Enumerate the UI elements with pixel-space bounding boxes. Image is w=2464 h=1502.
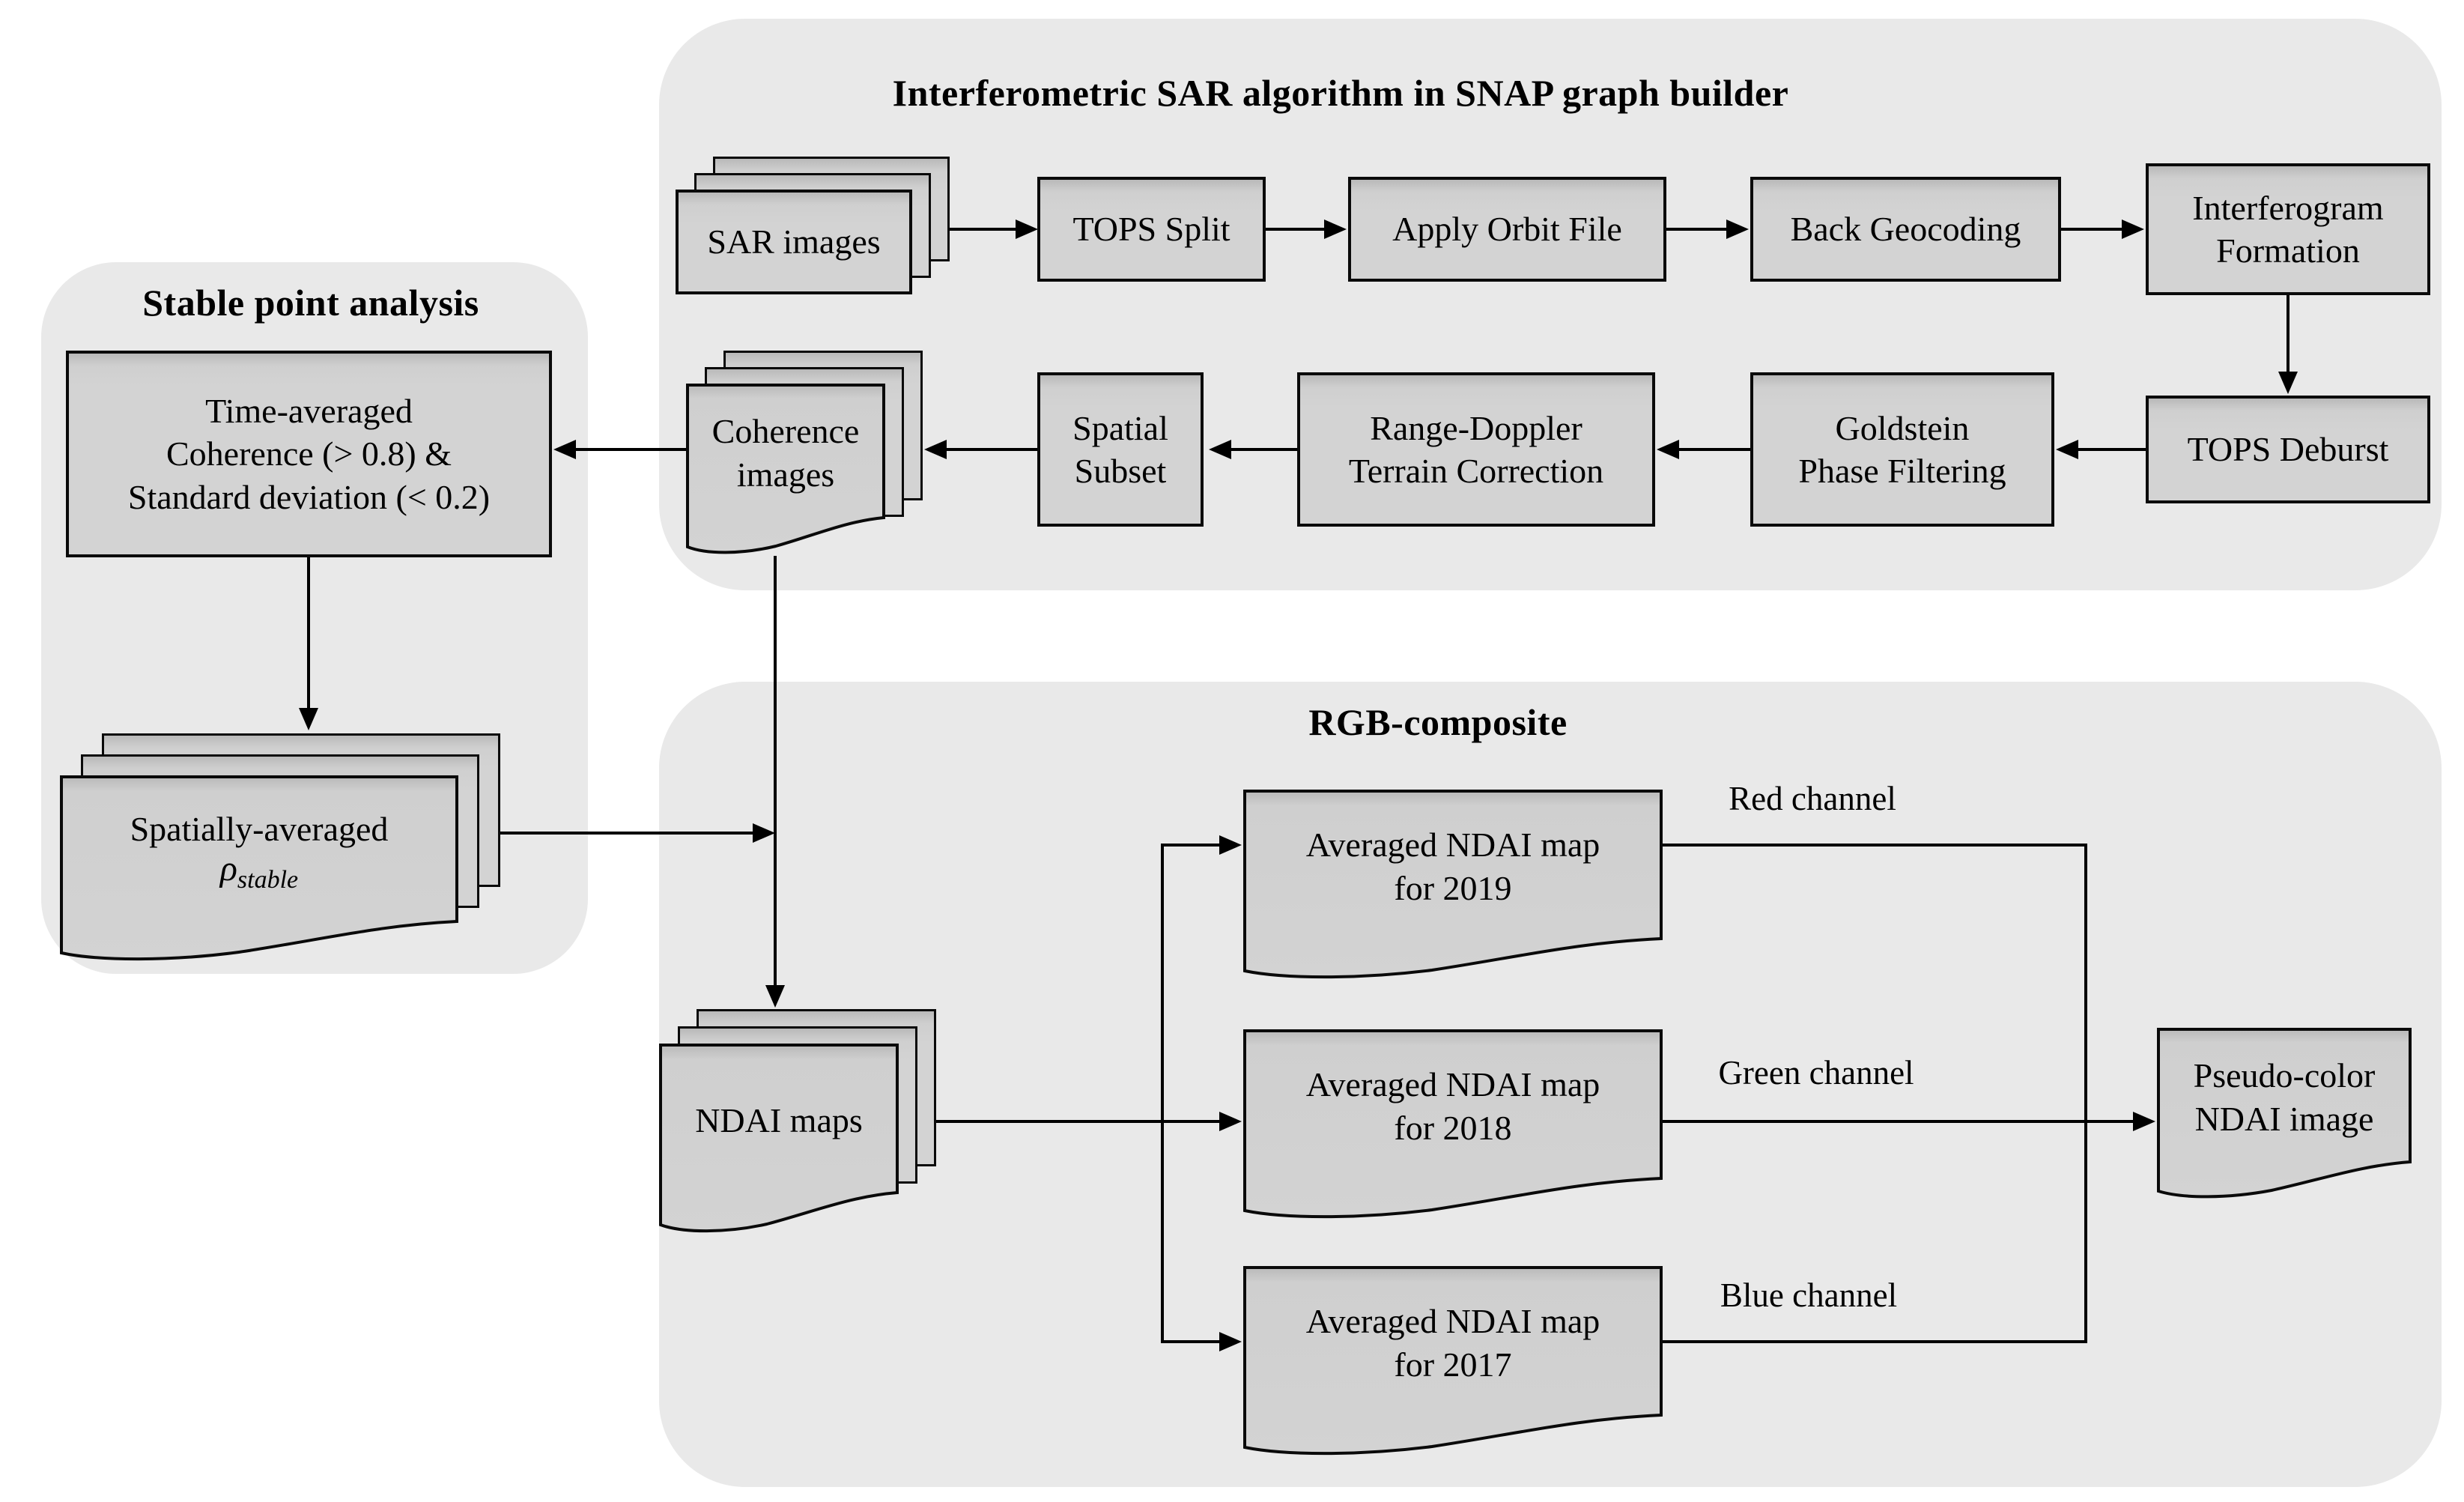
node-sar-images: SAR images [676, 190, 912, 294]
snap-section-title: Interferometric SAR algorithm in SNAP gr… [892, 72, 1789, 114]
arrow-topssplit-to-applyorbit [1266, 219, 1347, 239]
rgb-section-title: RGB-composite [1308, 701, 1568, 743]
apply-orbit-file-label: Apply Orbit File [1392, 210, 1622, 249]
rho-stable-symbol: ρstable [219, 848, 299, 894]
wire-red-channel [1663, 844, 2087, 1121]
arrow-spatiallyaveraged-to-junction [500, 823, 775, 843]
interferogram-formation-label: Interferogram Formation [2192, 188, 2384, 270]
time-averaged-threshold-label: Time-averaged Coherence (> 0.8) & Standa… [127, 392, 491, 516]
arrow-ndaimaps-to-2018 [936, 1112, 1242, 1131]
node-spatial-subset: Spatial Subset [1037, 372, 1204, 527]
ndai-2018-label: Averaged NDAI map for 2018 [1305, 1065, 1600, 1147]
pseudo-color-ndai-label: Pseudo-color NDAI image [2193, 1056, 2376, 1138]
ndai-2017-doc [1243, 1266, 1663, 1456]
node-tops-deburst: TOPS Deburst [2146, 396, 2430, 503]
spatially-averaged-label-block: Spatially-averaged ρstable [60, 775, 458, 925]
arrow-coherence-to-timeaveraged [553, 440, 686, 459]
ndai-2019-label: Averaged NDAI map for 2019 [1305, 826, 1600, 907]
arrow-spatialsubset-to-coherence [924, 440, 1037, 459]
node-range-doppler-terrain-correction: Range-Doppler Terrain Correction [1297, 372, 1655, 527]
tops-split-label: TOPS Split [1072, 210, 1231, 249]
arrow-interferogram-to-topsdeburst [2278, 295, 2298, 394]
green-channel-label: Green channel [1718, 1054, 1914, 1091]
node-back-geocoding: Back Geocoding [1750, 177, 2061, 282]
coherence-images-label: Coherence images [711, 412, 860, 494]
node-apply-orbit-file: Apply Orbit File [1348, 177, 1666, 282]
arrow-applyorbit-to-backgeocoding [1666, 219, 1749, 239]
tops-deburst-label: TOPS Deburst [2187, 430, 2389, 469]
node-interferogram-formation: Interferogram Formation [2146, 163, 2430, 295]
arrow-branch-to-2019 [1161, 835, 1242, 1121]
goldstein-phase-filtering-label: Goldstein Phase Filtering [1798, 408, 2006, 490]
ndai-2019-doc [1243, 790, 1663, 979]
arrow-topsdeburst-to-goldstein [2056, 440, 2146, 459]
spatially-averaged-label: Spatially-averaged [130, 810, 389, 849]
arrow-sar-to-topssplit [950, 219, 1038, 239]
back-geocoding-label: Back Geocoding [1790, 210, 2021, 249]
node-goldstein-phase-filtering: Goldstein Phase Filtering [1750, 372, 2054, 527]
arrow-green-channel-to-pseudocolor [1663, 1112, 2155, 1131]
node-time-averaged-threshold: Time-averaged Coherence (> 0.8) & Standa… [66, 351, 552, 557]
arrow-rangedoppler-to-spatialsubset [1209, 440, 1297, 459]
spatially-averaged-doc [60, 775, 458, 961]
arrow-branch-to-2017 [1161, 1121, 1242, 1351]
range-doppler-label: Range-Doppler Terrain Correction [1348, 408, 1604, 490]
blue-channel-label: Blue channel [1720, 1277, 1898, 1314]
sar-images-label: SAR images [707, 222, 881, 261]
arrow-goldstein-to-rangedoppler [1657, 440, 1750, 459]
coherence-images-doc [686, 384, 885, 554]
ndai-maps-doc [659, 1044, 899, 1233]
pseudo-color-ndai-doc [2157, 1028, 2412, 1199]
spatial-subset-label: Spatial Subset [1072, 408, 1168, 490]
arrow-backgeocoding-to-interferogram [2061, 219, 2144, 239]
node-tops-split: TOPS Split [1037, 177, 1266, 282]
arrow-coherence-to-ndaimaps [765, 556, 785, 1008]
ndai-2018-doc [1243, 1029, 1663, 1219]
stable-section-title: Stable point analysis [142, 282, 479, 324]
ndai-2017-label: Averaged NDAI map for 2017 [1305, 1302, 1600, 1384]
wire-blue-channel [1663, 1121, 2087, 1343]
ndai-maps-label: NDAI maps [695, 1100, 863, 1139]
red-channel-label: Red channel [1729, 780, 1896, 817]
arrow-timeaveraged-to-spatiallyaveraged [299, 557, 318, 730]
